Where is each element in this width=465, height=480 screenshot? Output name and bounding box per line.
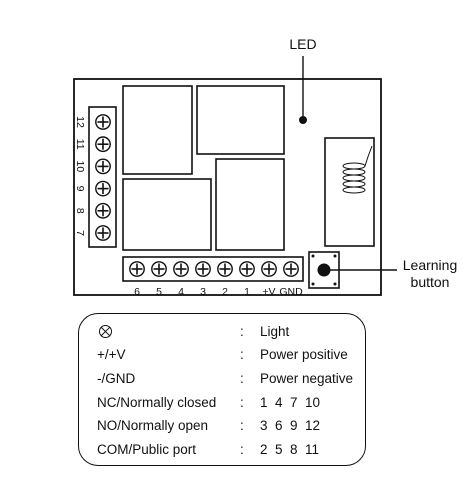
- terminal-label-1: 1: [244, 286, 250, 298]
- legend-colon: :: [240, 442, 244, 457]
- terminal-screw-icon: [95, 114, 111, 130]
- terminal-label-3: 3: [200, 286, 206, 298]
- terminal-screw-icon: [151, 261, 167, 277]
- legend-colon: :: [240, 418, 244, 433]
- terminal-screw-icon: [261, 261, 277, 277]
- legend-desc: 3 6 9 12: [260, 418, 321, 433]
- light-symbol-icon: [99, 325, 112, 338]
- terminal-screw-icon: [217, 261, 233, 277]
- legend-row-normally-closed: NC/Normally closed : 1 4 7 10: [79, 395, 365, 417]
- left-terminal-block: [88, 106, 117, 248]
- legend-desc: Power negative: [260, 371, 354, 386]
- terminal-label-plus-v: +V: [262, 286, 275, 298]
- terminal-screw-icon: [239, 261, 255, 277]
- terminal-label-gnd: GND: [279, 286, 303, 298]
- terminal-screw-icon: [95, 225, 111, 241]
- legend-colon: :: [240, 395, 244, 410]
- terminal-label-5: 5: [156, 286, 162, 298]
- legend-term: +/+V: [97, 347, 126, 362]
- legend-desc: 2 5 8 11: [260, 442, 320, 457]
- legend-term: -/GND: [97, 371, 136, 386]
- legend-term: NC/Normally closed: [97, 395, 217, 410]
- legend-term-light: [97, 324, 112, 340]
- terminal-screw-icon: [173, 261, 189, 277]
- relay-bottom-left: [122, 178, 212, 251]
- led-label: LED: [289, 36, 316, 52]
- legend-row-normally-open: NO/Normally open : 3 6 9 12: [79, 418, 365, 440]
- terminal-label-8: 8: [74, 208, 86, 214]
- legend-term: COM/Public port: [97, 442, 197, 457]
- terminal-label-7: 7: [74, 230, 86, 236]
- terminal-label-6: 6: [134, 286, 140, 298]
- legend-desc: Light: [260, 324, 290, 339]
- antenna-coil-icon: [342, 145, 373, 194]
- terminal-label-11: 11: [74, 139, 86, 150]
- terminal-label-2: 2: [222, 286, 228, 298]
- legend-desc: Power positive: [260, 347, 348, 362]
- legend-desc: 1 4 7 10: [260, 395, 321, 410]
- terminal-label-12: 12: [74, 116, 86, 128]
- legend-row-public-port: COM/Public port : 2 5 8 11: [79, 442, 365, 464]
- legend-colon: :: [240, 371, 244, 386]
- relay-top-right: [196, 85, 285, 155]
- terminal-screw-icon: [95, 180, 111, 197]
- learning-button-corner-dots: [311, 254, 337, 286]
- legend-row-power-negative: -/GND : Power negative: [79, 371, 365, 393]
- legend-box: : Light +/+V : Power positive -/GND : Po…: [78, 313, 366, 466]
- learning-button-knob: [317, 263, 331, 277]
- terminal-label-9: 9: [74, 186, 86, 192]
- terminal-screw-icon: [283, 261, 299, 277]
- legend-row-light: : Light: [79, 324, 365, 346]
- legend-row-power-positive: +/+V : Power positive: [79, 347, 365, 369]
- legend-colon: :: [240, 324, 244, 339]
- terminal-screw-icon: [129, 261, 145, 277]
- relay-top-left: [122, 85, 193, 175]
- terminal-label-10: 10: [74, 161, 86, 173]
- terminal-screw-icon: [95, 136, 111, 153]
- relay-bottom-right: [215, 158, 285, 251]
- terminal-screw-icon: [195, 261, 211, 277]
- antenna-module: [324, 137, 375, 247]
- led-indicator: [299, 116, 307, 124]
- terminal-label-4: 4: [178, 286, 184, 298]
- legend-colon: :: [240, 347, 244, 362]
- learning-button-label-line1: Learning: [403, 257, 458, 273]
- legend-term: NO/Normally open: [97, 418, 209, 433]
- learning-button-label-line2: button: [411, 274, 450, 290]
- terminal-screw-icon: [95, 202, 111, 219]
- terminal-screw-icon: [95, 158, 111, 175]
